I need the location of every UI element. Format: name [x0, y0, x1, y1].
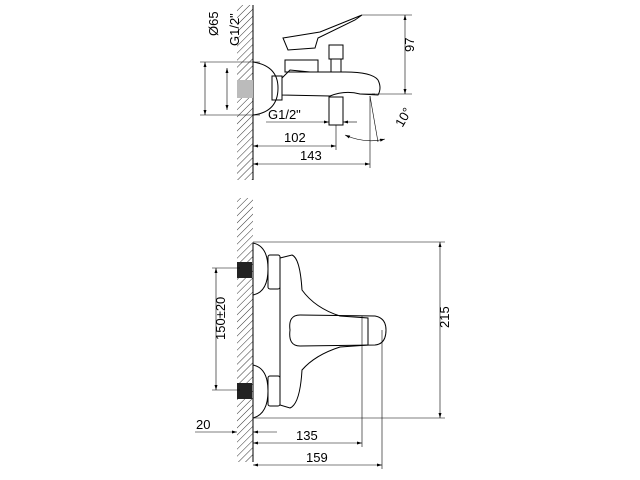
- flange: [252, 61, 279, 116]
- spout-body: [281, 69, 381, 97]
- label-spout-angle: 10°: [392, 105, 415, 130]
- label-total-depth: 159: [306, 450, 328, 465]
- flange-bottom: [252, 364, 269, 419]
- cartridge-body: [284, 59, 319, 73]
- nut-bottom: [267, 375, 281, 407]
- label-lever-reach: 135: [296, 428, 318, 443]
- label-flange-diameter: Ø65: [206, 11, 221, 36]
- lever-handle: [282, 14, 363, 51]
- label-outlet-thread: G1/2": [268, 107, 301, 122]
- dim-arc-spout-angle: [344, 134, 386, 142]
- front-view: 215 150±20 20 135 159: [195, 198, 452, 469]
- wall-pipe-thread: [237, 80, 253, 98]
- wall-hatch: [237, 198, 253, 462]
- inlet-pipe-top: [237, 262, 252, 278]
- diverter-knob: [328, 44, 344, 60]
- mixer-body: [279, 254, 369, 409]
- diverter-stem: [330, 58, 342, 73]
- label-outlet-distance: 102: [284, 130, 306, 145]
- side-view: Ø65 G1/2" 97 G1/2" 102 143 10°: [200, 5, 417, 180]
- label-wall-offset: 20: [196, 417, 210, 432]
- label-wall-thread: G1/2": [227, 13, 242, 46]
- inlet-pipe-bottom: [237, 383, 252, 399]
- label-spout-length: 143: [300, 148, 322, 163]
- label-inlet-spacing: 150±20: [213, 297, 228, 340]
- nut-top: [267, 254, 281, 290]
- label-total-height: 215: [437, 306, 452, 328]
- lever-handle: [289, 314, 387, 347]
- flange-top: [252, 242, 269, 296]
- label-height: 97: [402, 38, 417, 52]
- outlet-fitting: [328, 96, 344, 126]
